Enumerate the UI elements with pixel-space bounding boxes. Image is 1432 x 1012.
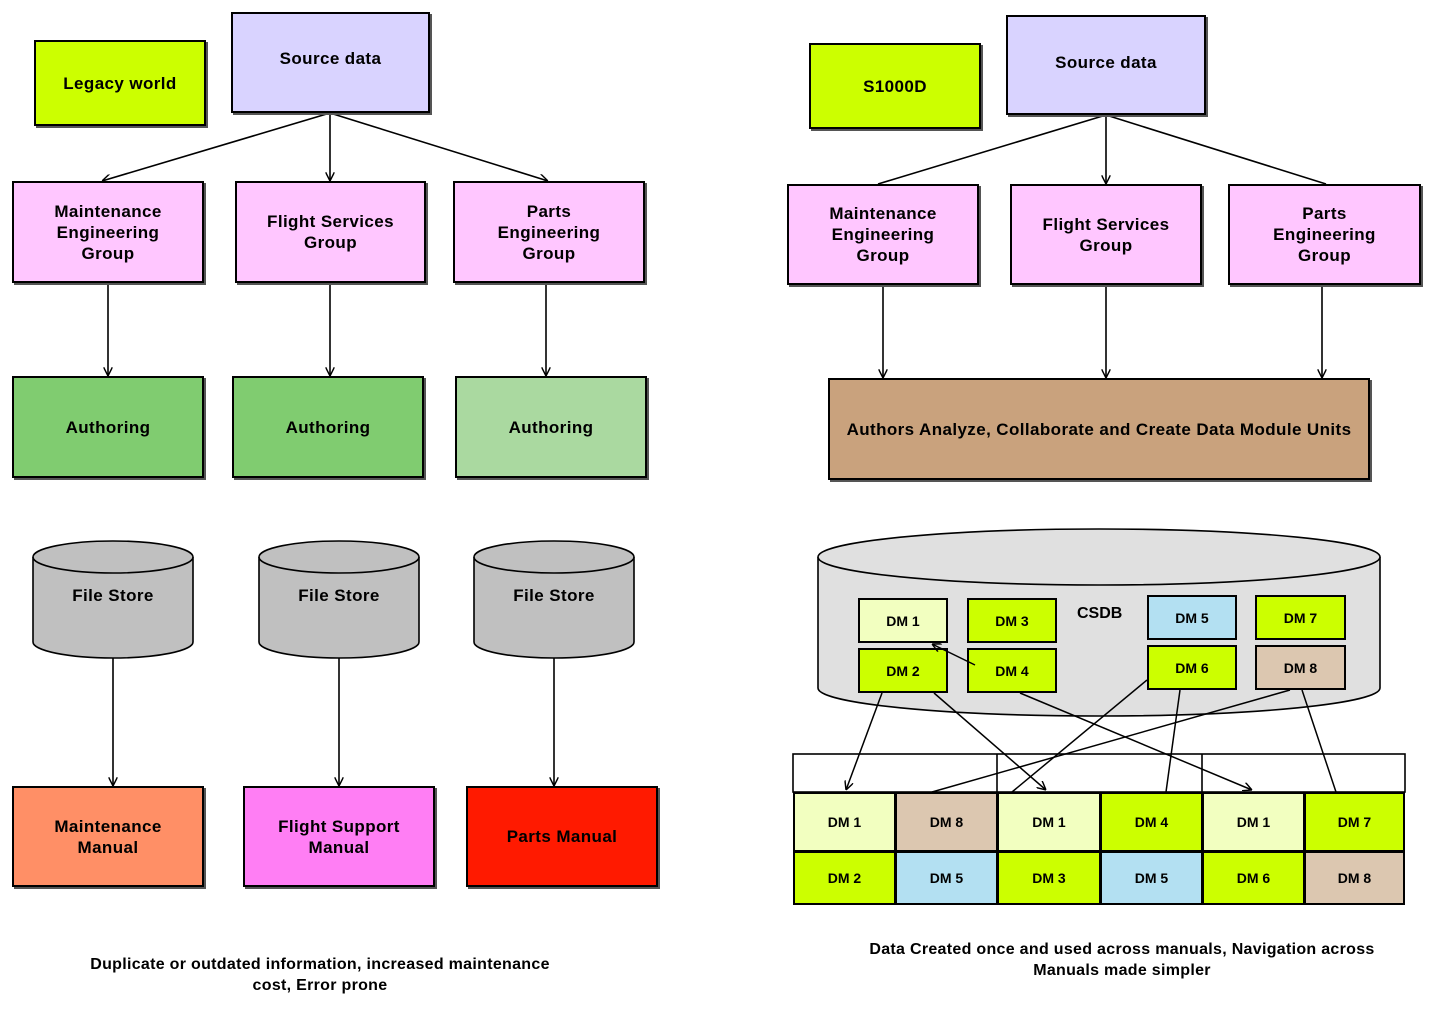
s1000d-caption: Data Created once and used across manual… bbox=[869, 941, 1375, 979]
authoring-box-flight: Authoring bbox=[232, 376, 424, 478]
file-store-label: File Store bbox=[72, 586, 154, 605]
legacy-world-label: Legacy world bbox=[34, 40, 206, 126]
manual-cell: DM 1 bbox=[997, 792, 1101, 852]
arrow-s1000d-source-to-parts bbox=[1105, 114, 1327, 185]
legacy-caption: Duplicate or outdated information, incre… bbox=[90, 956, 550, 994]
file-store-cylinder bbox=[258, 540, 420, 659]
source-data-box: Source data bbox=[231, 12, 430, 113]
s1000d-label: S1000D bbox=[809, 43, 981, 129]
csdb-cylinder bbox=[817, 528, 1381, 717]
manual-cell: DM 8 bbox=[895, 792, 998, 852]
manual-cell: DM 6 bbox=[1202, 851, 1305, 905]
file-store-cylinder bbox=[32, 540, 194, 659]
authoring-box-maintenance: Authoring bbox=[12, 376, 204, 478]
manual-cell: DM 4 bbox=[1100, 792, 1203, 852]
manual-cell: DM 1 bbox=[793, 792, 896, 852]
file-store-label: File Store bbox=[513, 586, 595, 605]
csdb-module: DM 1 bbox=[858, 598, 948, 643]
arrow-source-to-parts bbox=[329, 112, 548, 181]
csdb-module: DM 2 bbox=[858, 648, 948, 693]
manual-cell: DM 3 bbox=[997, 851, 1101, 905]
file-store-cylinder bbox=[473, 540, 635, 659]
manual-cell: DM 1 bbox=[1202, 792, 1305, 852]
authoring-box-parts: Authoring bbox=[455, 376, 647, 478]
s1000d-maintenance-engineering-group: Maintenance Engineering Group bbox=[787, 184, 979, 285]
manual-sections-frame bbox=[792, 753, 1406, 793]
file-store-label: File Store bbox=[298, 586, 380, 605]
manual-cell: DM 7 bbox=[1304, 792, 1405, 852]
flight-support-manual-box: Flight Support Manual bbox=[243, 786, 435, 887]
authors-collaborate-box: Authors Analyze, Collaborate and Create … bbox=[828, 378, 1370, 480]
csdb-module: DM 8 bbox=[1255, 645, 1346, 690]
maintenance-manual-box: Maintenance Manual bbox=[12, 786, 204, 887]
flight-services-group: Flight Services Group bbox=[235, 181, 426, 283]
s1000d-flight-services-group: Flight Services Group bbox=[1010, 184, 1202, 285]
csdb-module: DM 7 bbox=[1255, 595, 1346, 640]
manual-cell: DM 2 bbox=[793, 851, 896, 905]
arrow-source-to-maintenance bbox=[102, 112, 331, 181]
parts-engineering-group: Parts Engineering Group bbox=[453, 181, 645, 283]
maintenance-engineering-group: Maintenance Engineering Group bbox=[12, 181, 204, 283]
manual-cell: DM 8 bbox=[1304, 851, 1405, 905]
s1000d-source-data-box: Source data bbox=[1006, 15, 1206, 115]
arrow-s1000d-source-to-maintenance bbox=[877, 114, 1107, 185]
csdb-module: DM 6 bbox=[1147, 645, 1237, 690]
manual-cell: DM 5 bbox=[895, 851, 998, 905]
s1000d-parts-engineering-group: Parts Engineering Group bbox=[1228, 184, 1421, 285]
csdb-module: DM 5 bbox=[1147, 595, 1237, 640]
manual-cell: DM 5 bbox=[1100, 851, 1203, 905]
csdb-label: CSDB bbox=[1077, 605, 1123, 622]
csdb-module: DM 3 bbox=[967, 598, 1057, 643]
parts-manual-box: Parts Manual bbox=[466, 786, 658, 887]
csdb-module: DM 4 bbox=[967, 648, 1057, 693]
